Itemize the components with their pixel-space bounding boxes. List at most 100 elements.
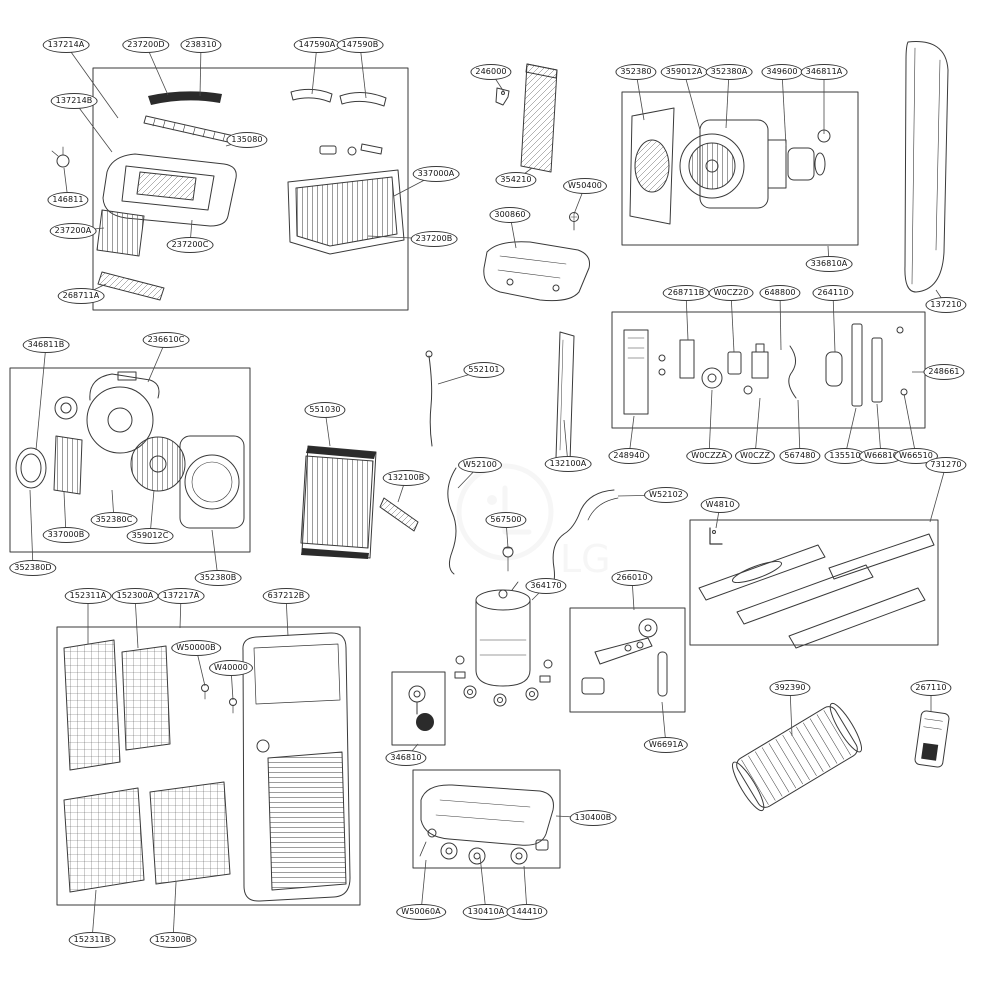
- front-frame-637212b: [242, 632, 351, 902]
- part-label-336810A: 336810A: [805, 256, 853, 272]
- bracket-w4810: [709, 527, 723, 545]
- leader-line-W0CZZA: [708, 389, 713, 457]
- rod-w6691a: [657, 651, 668, 697]
- part-label-337000B: 337000B: [42, 527, 90, 543]
- box-base-pan: [412, 769, 561, 869]
- part-label-637212B: 637212B: [262, 588, 310, 604]
- part-label-W40000: W40000: [209, 660, 253, 676]
- part-label-352380D: 352380D: [9, 560, 57, 576]
- tubing-art: [379, 350, 619, 593]
- leader-line-567480: [797, 399, 801, 457]
- part-label-266010: 266010: [611, 570, 653, 586]
- part-label-132100B: 132100B: [382, 470, 430, 486]
- svg-text:LG: LG: [560, 537, 611, 581]
- part-label-337000A: 337000A: [412, 166, 460, 182]
- filter-152300a: [121, 645, 171, 751]
- part-label-648800: 648800: [759, 285, 801, 301]
- base-pan-art: [419, 784, 554, 865]
- part-label-146811: 146811: [47, 192, 89, 208]
- leader-line-731270: [929, 464, 947, 523]
- part-label-135510: 135510: [824, 448, 866, 464]
- part-label-237200C: 237200C: [166, 237, 214, 253]
- leader-line-W0CZZ: [754, 397, 761, 457]
- part-label-137210: 137210: [925, 297, 967, 313]
- part-label-238310: 238310: [180, 37, 222, 53]
- leader-line-137214A: [65, 44, 119, 119]
- watermark: LG: [456, 463, 611, 581]
- part-label-359012A: 359012A: [660, 64, 708, 80]
- part-label-551030: 551030: [304, 402, 346, 418]
- part-label-W6691A: W6691A: [643, 737, 689, 753]
- part-label-268711A: 268711A: [57, 288, 105, 304]
- part-label-352380: 352380: [615, 64, 657, 80]
- evaporator-art: [300, 445, 377, 559]
- part-label-354210: 354210: [495, 172, 537, 188]
- part-label-W0CZZ: W0CZZ: [734, 448, 776, 464]
- part-label-246000: 246000: [470, 64, 512, 80]
- leader-line-147590B: [359, 44, 367, 99]
- knob-w0czza: [701, 367, 723, 389]
- box-front-panel: [56, 626, 361, 906]
- box-left-blower: [9, 367, 251, 553]
- leader-line-237200D: [145, 44, 169, 96]
- caster-wheel: [468, 847, 486, 865]
- strip-135510: [851, 323, 863, 407]
- indoor-blower-art: [15, 371, 245, 529]
- part-label-236610C: 236610C: [142, 332, 190, 348]
- leader-line-137214B: [73, 100, 113, 153]
- part-label-237200A: 237200A: [49, 223, 97, 239]
- part-label-137217A: 137217A: [157, 588, 205, 604]
- part-label-132100A: 132100A: [544, 456, 592, 472]
- part-label-152300B: 152300B: [149, 932, 197, 948]
- part-label-W50000B: W50000B: [171, 640, 221, 656]
- leader-line-147590A: [311, 44, 318, 95]
- leader-line-W0CZ20: [730, 292, 735, 353]
- leader-line-352380: [635, 71, 645, 121]
- leader-line-152300B: [172, 881, 177, 941]
- leader-line-349600: [781, 71, 787, 147]
- leader-line-346811B: [35, 344, 47, 451]
- part-label-152300A: 152300A: [111, 588, 159, 604]
- front-panel-filter-art: [63, 632, 351, 902]
- condenser-coil-art: [495, 63, 579, 231]
- coil-132100b: [379, 497, 419, 532]
- bracket-246000: [495, 87, 510, 106]
- chassis-plate-art: [483, 241, 590, 302]
- compressor-art: [454, 581, 553, 707]
- caster-wheel: [510, 847, 528, 865]
- part-label-W50060A: W50060A: [396, 904, 446, 920]
- window-kit-art: [698, 527, 935, 649]
- part-label-147590A: 147590A: [293, 37, 341, 53]
- part-label-W0CZ20: W0CZ20: [708, 285, 754, 301]
- part-label-264110: 264110: [812, 285, 854, 301]
- pipe-w52102: [549, 489, 615, 593]
- part-label-130410A: 130410A: [462, 904, 510, 920]
- box-window-kit: [689, 519, 939, 646]
- top-cover-assembly-art: [51, 88, 405, 301]
- bracket-268711b: [679, 339, 695, 379]
- part-label-352380C: 352380C: [90, 512, 138, 528]
- relay-w0cz20: [727, 351, 742, 375]
- leader-line-130410A: [479, 855, 487, 913]
- part-label-137214A: 137214A: [42, 37, 90, 53]
- leader-line-392390: [789, 687, 793, 737]
- part-label-359012C: 359012C: [126, 528, 174, 544]
- part-label-W66510: W66510: [894, 448, 938, 464]
- filter-152300b: [149, 781, 231, 885]
- part-label-147590B: 147590B: [336, 37, 384, 53]
- bracket-648800: [751, 343, 769, 379]
- part-label-237200D: 237200D: [122, 37, 170, 53]
- sensor-552101: [428, 355, 433, 447]
- part-label-300860: 300860: [489, 207, 531, 223]
- part-label-248940: 248940: [608, 448, 650, 464]
- leader-line-359012A: [683, 71, 701, 131]
- leader-line-648800: [779, 292, 782, 351]
- fan-wheel-359012c: [130, 436, 186, 492]
- box-knob: [391, 671, 446, 746]
- part-label-268711B: 268711B: [662, 285, 710, 301]
- remote-bracket-art: [914, 710, 950, 768]
- part-label-W4810: W4810: [700, 497, 740, 513]
- leader-line-264110: [832, 292, 836, 353]
- box-vent-motor: [569, 607, 686, 713]
